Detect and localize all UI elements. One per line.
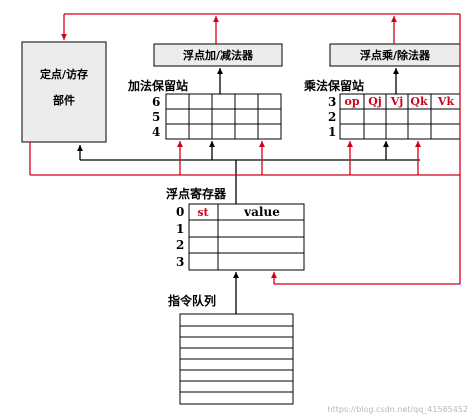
- reg-row-3: 3: [176, 255, 184, 269]
- add-row-5: 5: [152, 110, 160, 124]
- mul-field-qk: Qk: [410, 95, 428, 108]
- mul-field-op: op: [344, 95, 359, 108]
- watermark: https://blog.csdn.net/qq_41585452: [328, 405, 468, 414]
- fp-registers-table: [188, 203, 305, 271]
- fp-adder-label: 浮点加/减法器: [183, 48, 254, 62]
- operand-bus-black: [77, 68, 420, 314]
- reg-col-value: value: [243, 205, 280, 219]
- load-store-label-2: 部件: [53, 93, 75, 107]
- reg-row-1: 1: [176, 222, 184, 236]
- instruction-queue-table: [179, 313, 294, 405]
- mul-stations-title: 乘法保留站: [303, 78, 364, 93]
- fp-adder-unit: 浮点加/减法器: [153, 43, 283, 67]
- mul-field-qj: Qj: [368, 95, 382, 108]
- mul-stations-table: [339, 93, 461, 140]
- mul-field-vk: Vk: [437, 95, 455, 108]
- add-stations-title: 加法保留站: [127, 78, 188, 93]
- reg-row-2: 2: [176, 238, 184, 252]
- reg-col-st: st: [197, 206, 209, 219]
- mul-row-3: 3: [328, 95, 336, 109]
- load-store-unit: 定点/访存 部件: [21, 41, 107, 143]
- fp-registers-title: 浮点寄存器: [166, 186, 227, 201]
- reg-row-0: 0: [176, 205, 184, 219]
- add-row-4: 4: [152, 125, 160, 139]
- instruction-queue-title: 指令队列: [168, 293, 216, 308]
- mul-field-vj: Vj: [390, 95, 404, 108]
- add-stations-table: [165, 93, 282, 140]
- fp-multiplier-label: 浮点乘/除法器: [360, 48, 431, 62]
- load-store-label-1: 定点/访存: [40, 67, 88, 81]
- mul-row-2: 2: [328, 110, 336, 124]
- add-row-6: 6: [152, 95, 160, 109]
- fp-multiplier-unit: 浮点乘/除法器: [329, 43, 461, 67]
- common-data-bus-red: [29, 13, 461, 285]
- mul-row-1: 1: [328, 125, 336, 139]
